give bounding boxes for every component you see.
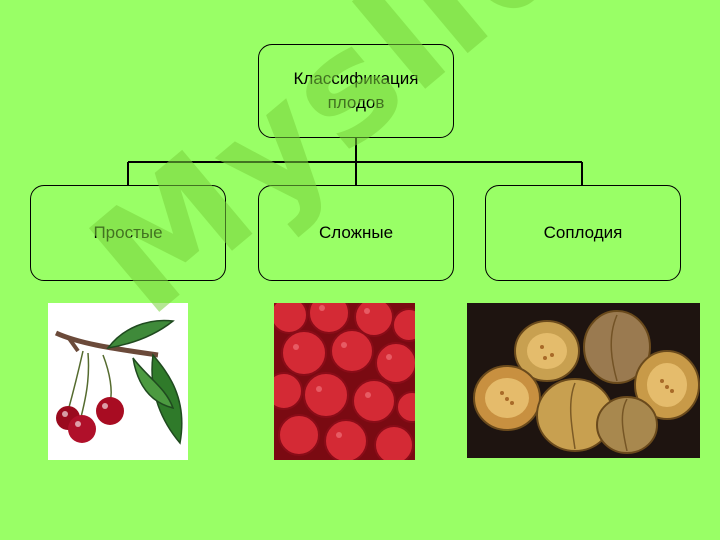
cut-figs-photo — [467, 303, 700, 458]
root-node-label: Классификация плодов — [293, 69, 419, 112]
child-node-simple: Простые — [30, 185, 226, 281]
child-node-label: Сложные — [318, 223, 394, 242]
child-node-label: Простые — [93, 223, 163, 242]
child-node-infructescence: Соплодия — [485, 185, 681, 281]
child-node-label: Соплодия — [543, 223, 623, 242]
raspberries-photo — [274, 303, 415, 460]
root-node: Классификация плодов — [258, 44, 454, 138]
child-node-compound: Сложные — [258, 185, 454, 281]
cherry-branch-photo — [48, 303, 188, 460]
